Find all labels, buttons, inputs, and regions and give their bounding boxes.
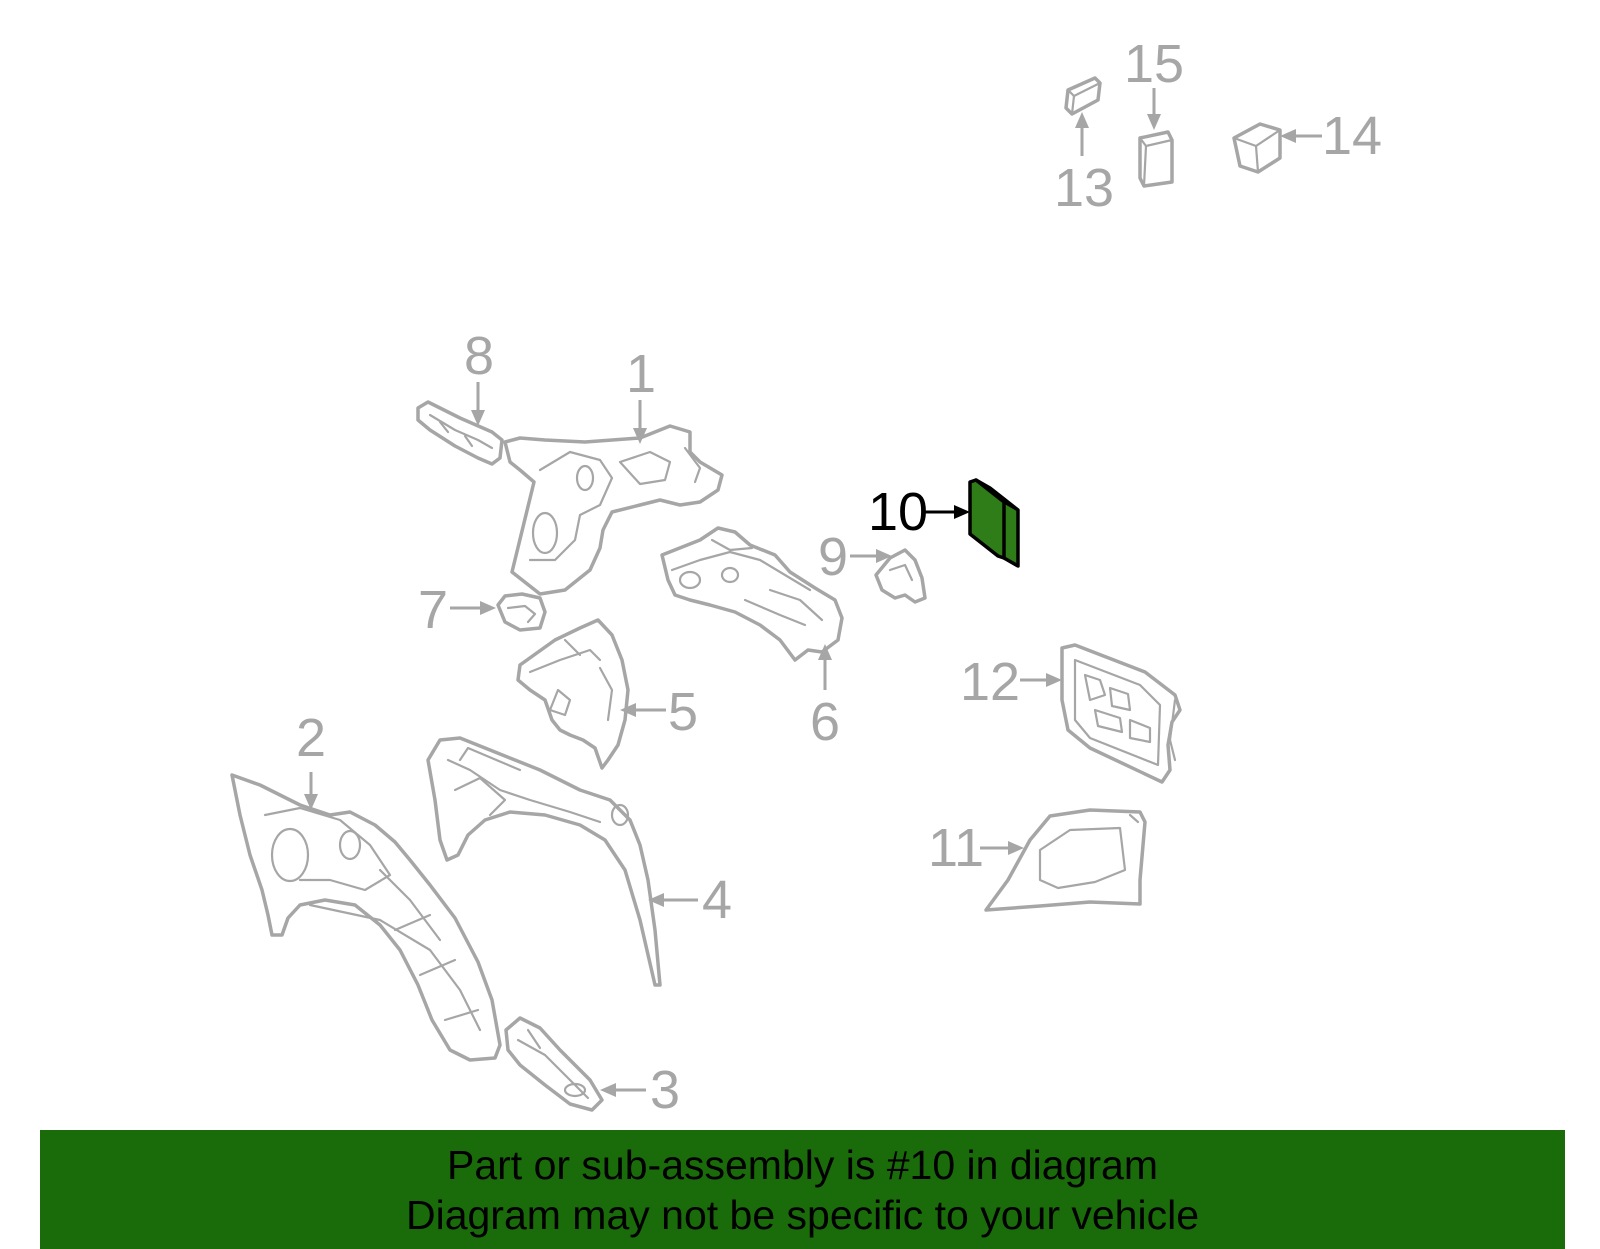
part-5[interactable] <box>516 618 630 770</box>
part-15[interactable] <box>1138 130 1174 188</box>
callout-10: 10 <box>868 482 970 542</box>
callout-1: 1 <box>626 344 656 444</box>
callout-label-4: 4 <box>702 870 732 930</box>
part-10[interactable] <box>968 478 1020 568</box>
callout-label-14: 14 <box>1322 106 1382 166</box>
callout-12: 12 <box>960 652 1062 712</box>
callout-6: 6 <box>810 644 840 752</box>
callout-11: 11 <box>928 818 1024 878</box>
callout-label-9: 9 <box>818 527 848 587</box>
part-11[interactable] <box>984 808 1147 912</box>
callout-label-5: 5 <box>668 682 698 742</box>
callout-13: 13 <box>1054 112 1114 218</box>
part-6[interactable] <box>660 526 844 662</box>
banner-line-part: Part or sub-assembly is #10 in diagram <box>447 1141 1158 1188</box>
callout-3: 3 <box>600 1060 680 1120</box>
banner-line-disclaimer: Diagram may not be specific to your vehi… <box>405 1191 1199 1238</box>
callout-label-6: 6 <box>810 692 840 752</box>
callout-label-1: 1 <box>626 344 656 404</box>
callout-label-12: 12 <box>960 652 1020 712</box>
part-2[interactable] <box>230 773 502 1062</box>
part-13[interactable] <box>1064 76 1102 116</box>
callout-label-11: 11 <box>928 818 984 878</box>
callout-8: 8 <box>464 326 494 426</box>
callout-7: 7 <box>418 580 496 640</box>
part-9[interactable] <box>874 548 927 604</box>
callout-label-7: 7 <box>418 580 448 640</box>
callout-14: 14 <box>1280 106 1382 166</box>
callout-5: 5 <box>620 682 698 742</box>
part-8[interactable] <box>416 400 504 466</box>
callout-9: 9 <box>818 527 892 587</box>
callout-label-2: 2 <box>296 708 326 768</box>
part-14[interactable] <box>1232 122 1282 174</box>
part-1[interactable] <box>503 424 724 596</box>
part-4[interactable] <box>426 736 662 987</box>
callout-label-3: 3 <box>650 1060 680 1120</box>
callout-label-15: 15 <box>1124 34 1184 94</box>
info-banner: Part or sub-assembly is #10 in diagram D… <box>40 1130 1565 1249</box>
callout-label-8: 8 <box>464 326 494 386</box>
part-7[interactable] <box>496 592 547 632</box>
callout-2: 2 <box>296 708 326 810</box>
part-3[interactable] <box>504 1016 604 1112</box>
callout-4: 4 <box>648 870 732 930</box>
callout-label-10: 10 <box>868 482 928 542</box>
part-12[interactable] <box>1060 643 1182 784</box>
callout-label-13: 13 <box>1054 158 1114 218</box>
callout-15: 15 <box>1124 34 1184 130</box>
